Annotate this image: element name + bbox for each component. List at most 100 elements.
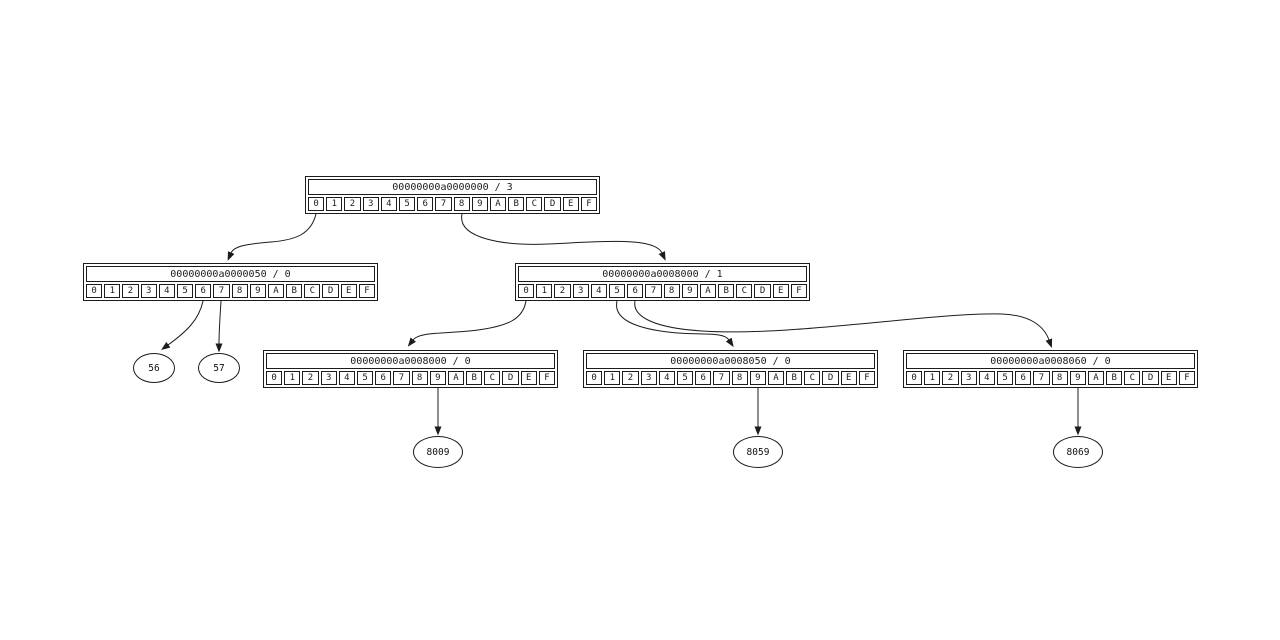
hex-cell-B: B — [786, 371, 803, 385]
leaf-node-8009: 8009 — [413, 436, 463, 468]
hex-cell-E: E — [840, 371, 857, 385]
hex-cell-D: D — [822, 371, 839, 385]
hex-cell-A: A — [267, 284, 285, 298]
hex-cell-3: 3 — [362, 197, 379, 211]
hex-cell-6: 6 — [695, 371, 712, 385]
leaf-label: 8059 — [746, 446, 770, 458]
leaf-label: 56 — [148, 362, 160, 374]
hex-cell-6: 6 — [627, 284, 644, 298]
edge-t8000_l1-cell0-to-t8000_l0 — [407, 300, 527, 347]
hex-cell-5: 5 — [356, 371, 374, 385]
hex-cell-4: 4 — [380, 197, 397, 211]
hex-cell-C: C — [526, 197, 543, 211]
hex-cell-6: 6 — [1015, 371, 1032, 385]
hex-cell-8: 8 — [1051, 371, 1068, 385]
hex-cell-B: B — [1106, 371, 1123, 385]
hex-cell-D: D — [322, 284, 339, 298]
hex-cell-F: F — [358, 284, 375, 298]
hex-cell-0: 0 — [906, 371, 923, 385]
hex-cell-A: A — [1087, 371, 1105, 385]
leaf-node-8059: 8059 — [733, 436, 783, 468]
leaf-label: 8069 — [1066, 446, 1090, 458]
hex-cell-3: 3 — [960, 371, 977, 385]
hex-cell-F: F — [790, 284, 807, 298]
hex-cell-4: 4 — [590, 284, 607, 298]
leaf-node-57: 57 — [198, 353, 240, 383]
hex-cell-C: C — [484, 371, 501, 385]
hex-cell-C: C — [304, 284, 321, 298]
hex-cell-E: E — [562, 197, 579, 211]
hex-cell-F: F — [538, 371, 555, 385]
hex-cell-0: 0 — [518, 284, 535, 298]
hex-cell-5: 5 — [676, 371, 694, 385]
hex-cell-D: D — [502, 371, 519, 385]
hex-cell-D: D — [1142, 371, 1159, 385]
edge-root-cell0-to-t0000050 — [227, 213, 317, 261]
hex-cell-2: 2 — [554, 284, 571, 298]
hex-cell-7: 7 — [645, 284, 662, 298]
hex-cell-0: 0 — [586, 371, 603, 385]
hex-cell-C: C — [804, 371, 821, 385]
hex-cell-5: 5 — [398, 197, 416, 211]
hex-cell-0: 0 — [266, 371, 283, 385]
hex-cell-2: 2 — [942, 371, 959, 385]
hex-cell-A: A — [489, 197, 507, 211]
hex-cell-0: 0 — [86, 284, 103, 298]
edge-t8000_l1-cell6-to-t8060 — [634, 300, 1053, 349]
edge-t0000050-cell6-to-leaf56 — [161, 300, 204, 350]
hex-cell-D: D — [544, 197, 561, 211]
node-title: 00000000a0008060 / 0 — [906, 353, 1195, 369]
hex-cell-1: 1 — [536, 284, 553, 298]
hex-cell-6: 6 — [417, 197, 434, 211]
hex-cell-1: 1 — [104, 284, 121, 298]
hex-cell-7: 7 — [713, 371, 730, 385]
hex-cell-8: 8 — [411, 371, 428, 385]
node-title: 00000000a0000050 / 0 — [86, 266, 375, 282]
leaf-node-56: 56 — [133, 353, 175, 383]
hex-cell-9: 9 — [429, 371, 446, 385]
hex-cell-B: B — [718, 284, 735, 298]
hex-cell-C: C — [1124, 371, 1141, 385]
edge-root-cell8-to-t8000_l1 — [461, 213, 666, 261]
hex-cell-7: 7 — [213, 284, 230, 298]
hex-cell-7: 7 — [393, 371, 410, 385]
hex-cell-1: 1 — [924, 371, 941, 385]
hex-cell-5: 5 — [608, 284, 626, 298]
node-title: 00000000a0008000 / 1 — [518, 266, 807, 282]
hex-cell-9: 9 — [749, 371, 766, 385]
hex-cell-5: 5 — [176, 284, 194, 298]
hex-cell-3: 3 — [640, 371, 657, 385]
hex-cell-8: 8 — [453, 197, 470, 211]
hex-cell-D: D — [754, 284, 771, 298]
hex-cell-E: E — [1160, 371, 1177, 385]
hex-cell-F: F — [580, 197, 597, 211]
hex-cell-2: 2 — [122, 284, 139, 298]
hex-cell-3: 3 — [140, 284, 157, 298]
leaf-node-8069: 8069 — [1053, 436, 1103, 468]
hex-cell-1: 1 — [284, 371, 301, 385]
hex-cell-5: 5 — [996, 371, 1014, 385]
hex-cell-B: B — [286, 284, 303, 298]
hex-cell-2: 2 — [344, 197, 361, 211]
hex-cell-B: B — [466, 371, 483, 385]
leaf-label: 57 — [213, 362, 225, 374]
hex-cell-9: 9 — [249, 284, 266, 298]
hex-cell-A: A — [447, 371, 465, 385]
hex-cell-B: B — [508, 197, 525, 211]
hex-cell-1: 1 — [604, 371, 621, 385]
hex-cell-2: 2 — [622, 371, 639, 385]
hex-cell-9: 9 — [1069, 371, 1086, 385]
node-title: 00000000a0008050 / 0 — [586, 353, 875, 369]
hex-cell-F: F — [858, 371, 875, 385]
hex-cell-E: E — [340, 284, 357, 298]
